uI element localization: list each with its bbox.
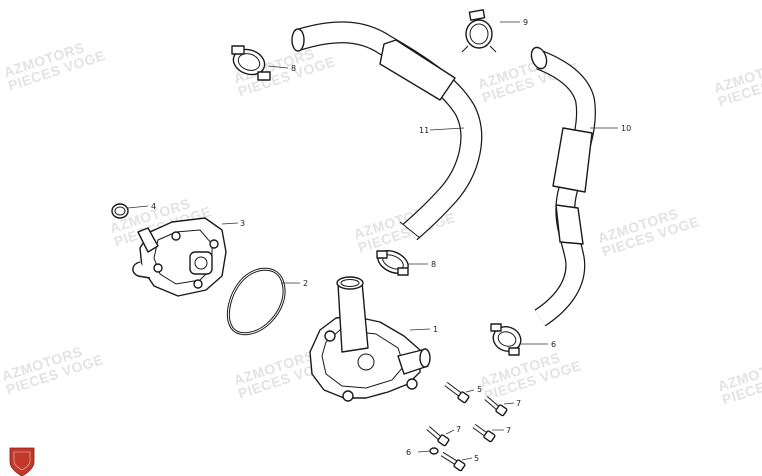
callout-5-lower: 5 xyxy=(474,454,479,463)
callout-6-lower: 6 xyxy=(406,448,411,457)
o-ring-4[interactable] xyxy=(111,203,129,219)
callout-2: 2 xyxy=(303,279,308,288)
callout-1: 1 xyxy=(433,325,438,334)
bolt-5-upper[interactable] xyxy=(444,382,470,404)
bolt-5-lower[interactable] xyxy=(440,451,466,472)
callout-4: 4 xyxy=(151,202,156,211)
washer-6-lower[interactable] xyxy=(429,447,439,455)
clamp-8-top[interactable] xyxy=(230,45,271,81)
gasket-2[interactable] xyxy=(227,267,286,336)
thermostat-housing-3[interactable] xyxy=(132,217,227,297)
callout-5-upper: 5 xyxy=(477,385,482,394)
callout-7-middle-left: 7 xyxy=(456,425,461,434)
callout-9: 9 xyxy=(523,18,528,27)
clamp-8-middle[interactable] xyxy=(374,246,411,278)
callout-8-middle: 8 xyxy=(431,260,436,269)
callout-7-middle-right: 7 xyxy=(506,426,511,435)
hose-11[interactable] xyxy=(291,21,483,241)
callout-8-top: 8 xyxy=(291,64,296,73)
hose-10[interactable] xyxy=(529,45,596,327)
azmotors-logo xyxy=(9,447,35,476)
bolt-7-middle-left[interactable] xyxy=(426,426,450,447)
callout-11: 11 xyxy=(419,126,429,135)
clamp-9[interactable] xyxy=(461,9,497,53)
water-pump-1[interactable] xyxy=(309,276,431,402)
leader-lines xyxy=(127,21,618,461)
callout-3: 3 xyxy=(240,219,245,228)
callout-7-upper: 7 xyxy=(516,399,521,408)
clamp-6[interactable] xyxy=(490,323,525,356)
callout-6-right: 6 xyxy=(551,340,556,349)
callout-10: 10 xyxy=(621,124,631,133)
bolt-7-middle-right[interactable] xyxy=(472,423,496,443)
bolt-7-upper[interactable] xyxy=(484,396,508,417)
